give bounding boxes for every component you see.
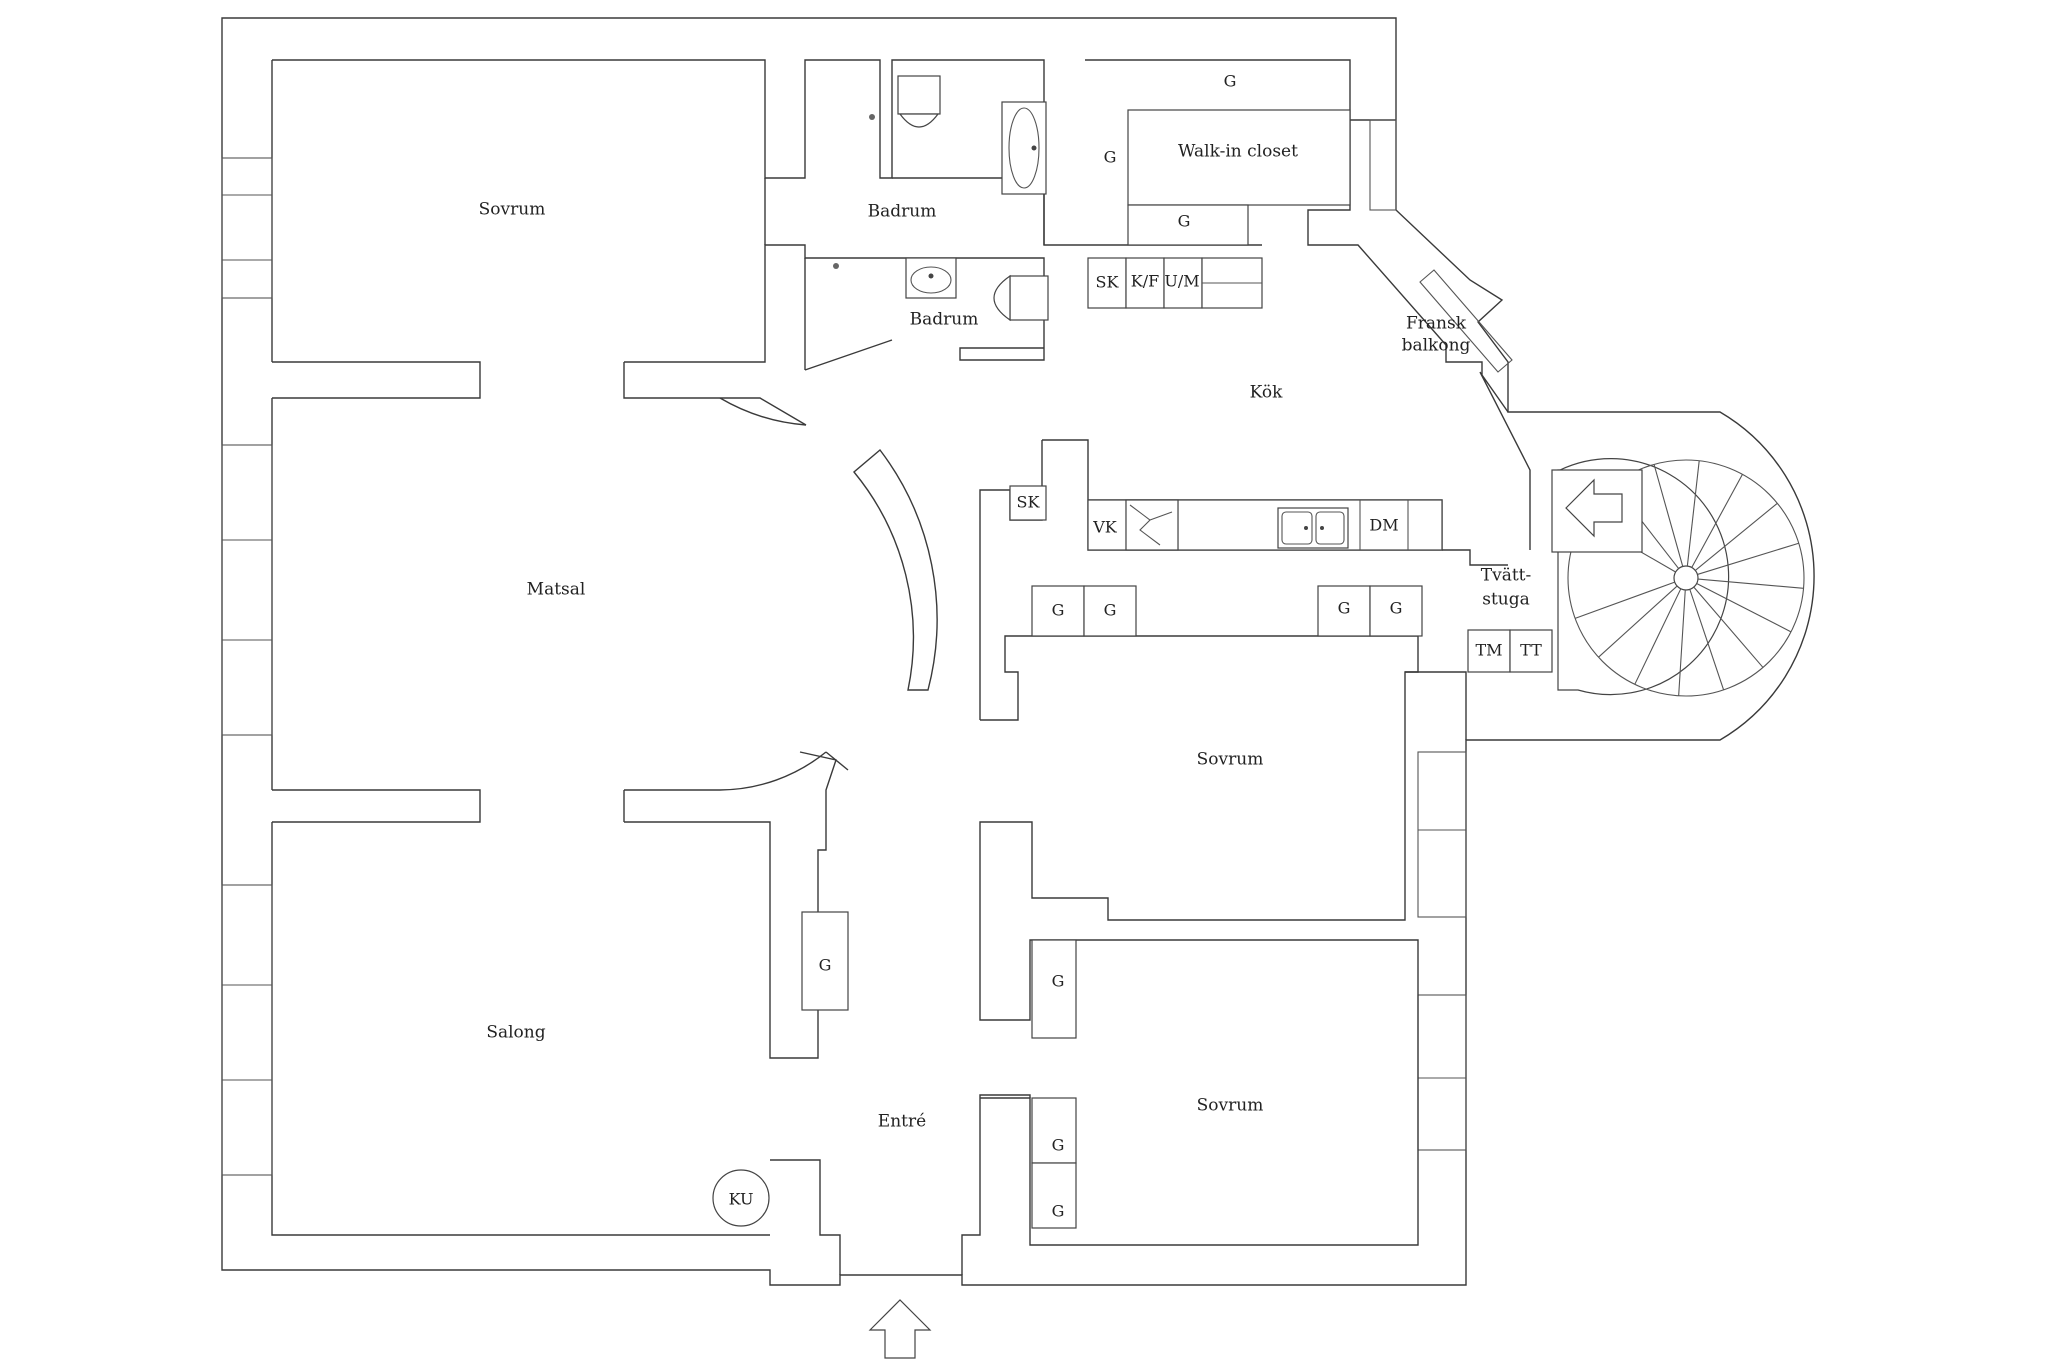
cabinet-label-g: G [1052,1136,1065,1155]
double-sink-icon [1277,507,1349,549]
room-label-salong: Salong [486,1023,545,1043]
stair-tread [1689,589,1725,691]
stair-arrow-icon[interactable] [1565,478,1623,538]
room-label-badrum: Badrum [868,202,937,222]
appliance-label-tm: TM [1475,641,1502,660]
room-labels: Sovrum Badrum Walk-in closet Badrum Kök … [479,142,1532,1132]
cabinet-label-sk: SK [1017,493,1041,512]
cabinet-label-g: G [1338,599,1351,618]
entrance-arrow-icon[interactable] [868,1299,932,1359]
interior-walls [272,177,1531,1275]
toilet-icon [993,274,1049,322]
cabinet-label-g: G [1178,212,1191,231]
stair-tread [1693,586,1764,668]
cabinet-label-sk: SK [1096,273,1120,292]
stair-tread [1634,588,1682,685]
stair-tread [1694,502,1778,571]
cabinet-label-um: U/M [1164,272,1199,291]
appliance-label-tt: TT [1520,641,1542,660]
cabinets [712,109,1553,1229]
ku-stove-icon [712,1169,770,1227]
stair-tread [1696,582,1792,633]
room-label-walk-in-closet: Walk-in closet [1178,142,1298,162]
stair-tread [1574,581,1675,619]
stair-tread [1691,474,1743,568]
stair-tread [1697,542,1799,575]
cabinet-label-g: G [1052,1202,1065,1221]
room-label-sovrum: Sovrum [479,200,546,220]
toilet-icon [897,75,941,128]
stair-tread [1697,578,1804,589]
room-label-sovrum: Sovrum [1197,750,1264,770]
bathtub-icon [1001,101,1047,195]
room-label-balkong: balkong [1402,336,1471,356]
windows-left [221,119,1513,1176]
room-label-kok: Kök [1250,383,1283,403]
room-label-sovrum: Sovrum [1197,1096,1264,1116]
appliance-label-ku: KU [729,1190,754,1209]
cabinet-label-g: G [1390,599,1403,618]
stair-tread [1598,585,1678,658]
room-label-badrum: Badrum [910,310,979,330]
cabinet-label-dm: DM [1369,516,1398,535]
cabinet-label-g: G [1104,601,1117,620]
room-label-stuga: stuga [1482,590,1530,610]
fixture-labels: G G G SK K/F U/M SK VK DM G G G G TM TT … [729,72,1543,1221]
room-label-entre: Entré [878,1112,926,1132]
stair-tread [1678,589,1686,696]
cabinet-label-g: G [1052,972,1065,991]
cabinet-label-g: G [1224,72,1237,91]
stair-tread [1686,460,1700,567]
room-label-fransk: Fransk [1406,314,1467,334]
cabinet-label-vk: VK [1092,518,1118,537]
cabinet-label-g: G [819,956,832,975]
cabinet-label-g: G [1052,601,1065,620]
room-label-tvatt: Tvätt- [1481,566,1532,586]
room-label-matsal: Matsal [527,580,586,600]
sink-icon [905,257,957,299]
stove-icon [1125,499,1179,551]
cabinet-label-g: G [1104,148,1117,167]
cabinet-label-kf: K/F [1131,272,1159,291]
stair-tread [1653,464,1684,567]
bathroom-fixtures [833,75,1049,322]
